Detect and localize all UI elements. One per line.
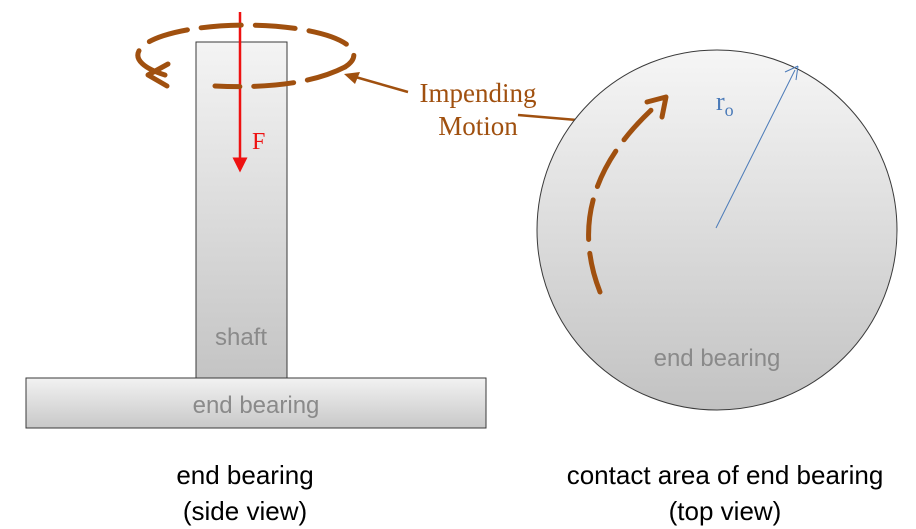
end-bearing-side	[25, 377, 487, 429]
side-view-caption: end bearing (side view)	[115, 457, 375, 529]
side-view-caption-line2: (side view)	[182, 496, 308, 526]
top-view-caption: contact area of end bearing (top view)	[540, 457, 910, 529]
top-view-caption-line2: (top view)	[668, 496, 782, 526]
motion-arrowhead-top	[644, 94, 669, 120]
radius-arrowhead	[784, 65, 799, 81]
motion-pointer-left	[351, 74, 409, 94]
impending-motion-ellipse-tail	[212, 64, 348, 90]
side-view-caption-line1: end bearing	[176, 460, 314, 490]
impending-motion-ellipse	[135, 22, 357, 78]
end-bearing-top-label: end bearing	[654, 345, 781, 372]
force-label: F	[252, 129, 265, 155]
motion-label: Motion	[438, 111, 518, 141]
radius-label: ro	[716, 87, 734, 120]
motion-pointer-left-head	[344, 72, 360, 84]
top-view-caption-line1: contact area of end bearing	[566, 460, 884, 490]
end-bearing-side-label: end bearing	[193, 392, 320, 419]
radius-line	[715, 69, 796, 229]
shaft	[195, 41, 288, 379]
shaft-label: shaft	[215, 324, 267, 351]
impending-motion-arc	[586, 99, 663, 295]
motion-arrowhead-left	[145, 61, 171, 89]
impending-label: Impending	[420, 78, 537, 108]
